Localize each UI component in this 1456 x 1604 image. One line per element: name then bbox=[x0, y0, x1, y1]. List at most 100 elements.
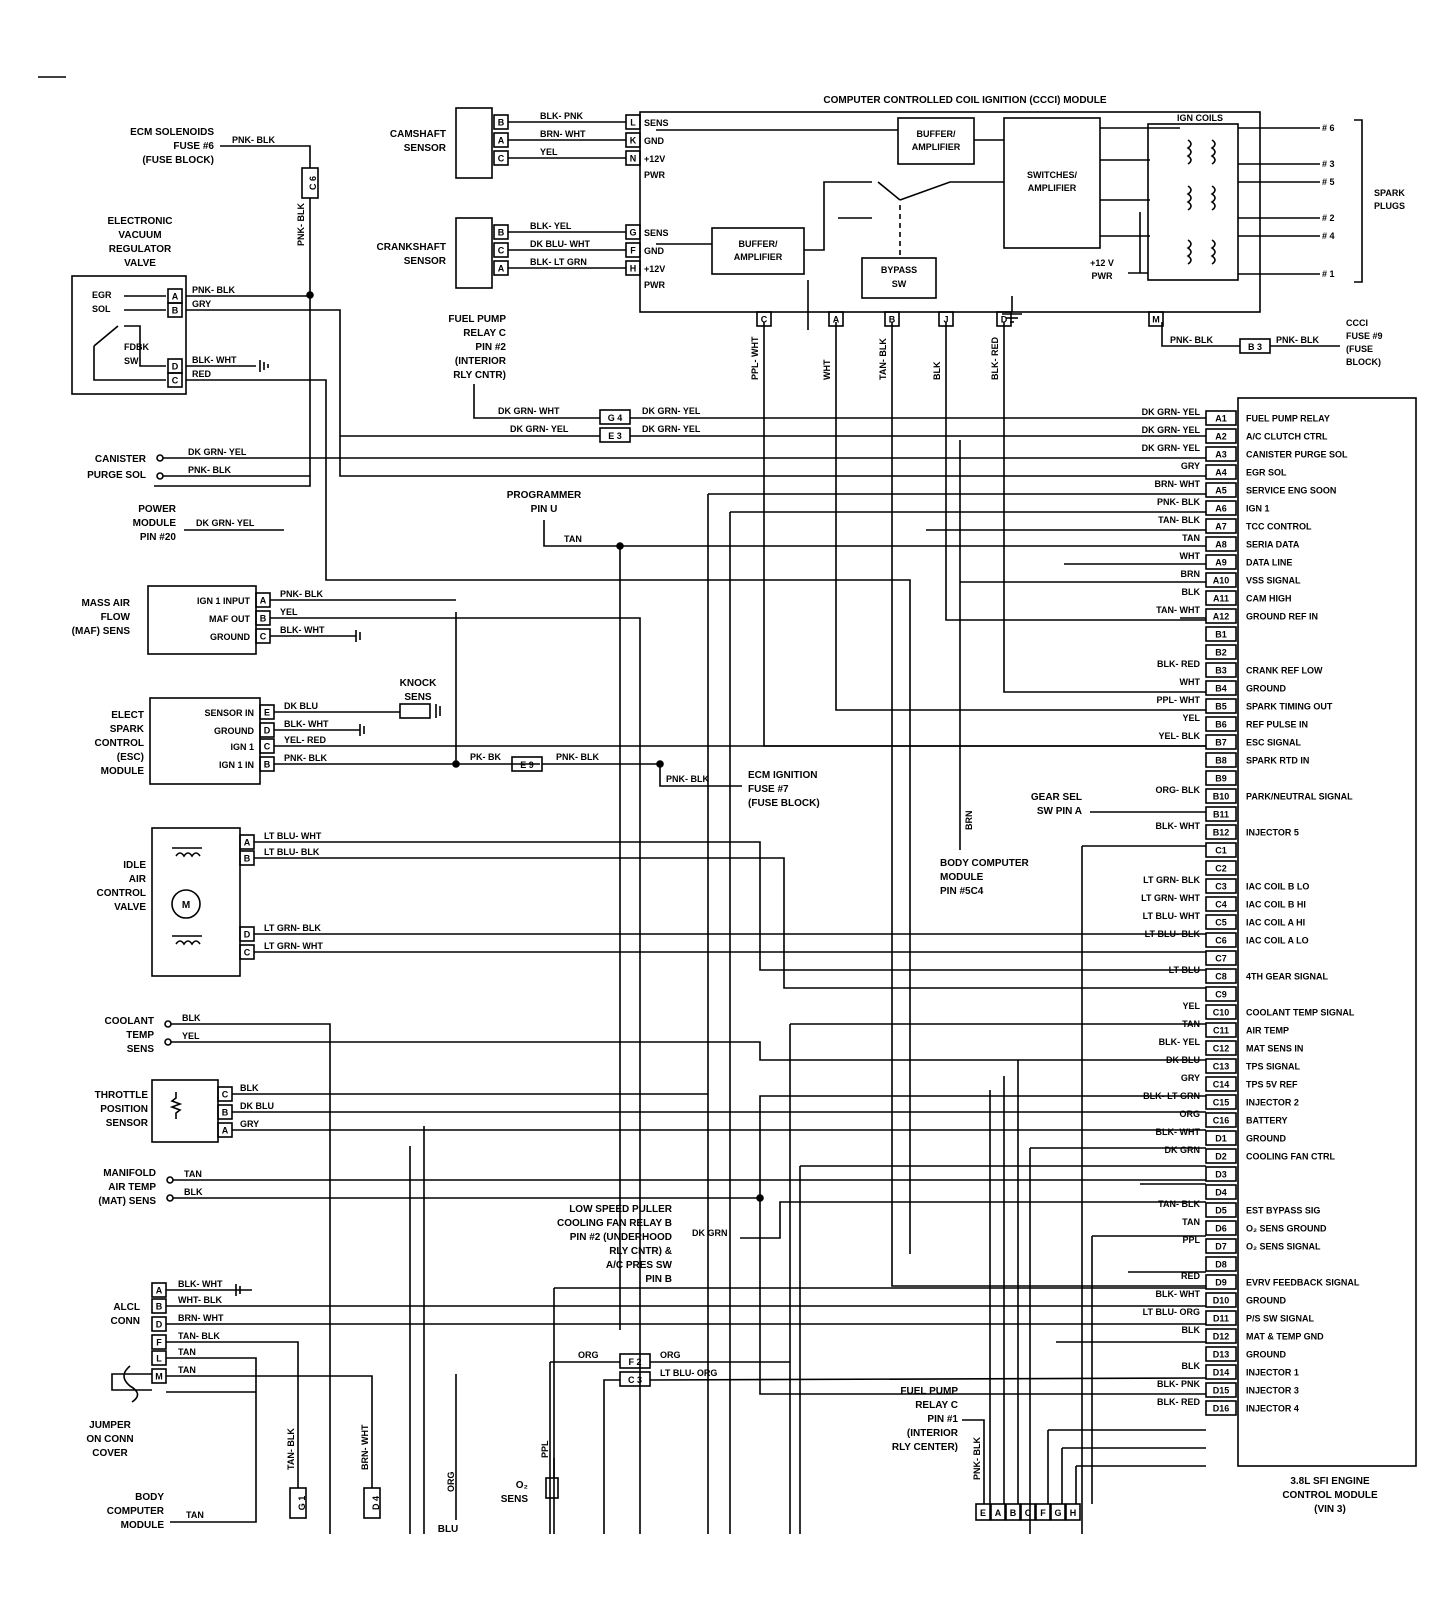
canister-term bbox=[156, 472, 164, 480]
ecm-func-34: AIR TEMP bbox=[1246, 1026, 1289, 1036]
ecm-pin-10-label: A11 bbox=[1213, 594, 1229, 604]
ccci-fuse-conn-label: B 3 bbox=[1248, 342, 1262, 352]
alcl-pin-5-label: M bbox=[155, 1372, 163, 1382]
crankshaft-label-l2: SENSOR bbox=[404, 256, 447, 267]
ecm-ign-l1: ECM IGNITION bbox=[748, 770, 817, 781]
knock-sensor bbox=[399, 703, 431, 719]
crank-pin-1-label: C bbox=[498, 246, 505, 256]
ecm-wire-27: LT GRN- WHT bbox=[1141, 893, 1200, 903]
ecm-wire-49: BLK- WHT bbox=[1156, 1289, 1201, 1299]
ecm-pin-10-box bbox=[1205, 590, 1237, 606]
ecm-func-36: TPS SIGNAL bbox=[1246, 1062, 1301, 1072]
mat-wire-0: TAN bbox=[184, 1169, 202, 1179]
ecm-func-33: COOLANT TEMP SIGNAL bbox=[1246, 1008, 1355, 1018]
ecm-pin-14-box bbox=[1205, 662, 1237, 678]
ecm-func-16: SPARK TIMING OUT bbox=[1246, 702, 1333, 712]
bottom-fpr-l5: RLY CENTER) bbox=[892, 1442, 958, 1453]
ecm-wire-8: WHT bbox=[1180, 551, 1201, 561]
bottom-body-l3: MODULE bbox=[121, 1520, 165, 1531]
fpr-wire2: DK GRN- YEL bbox=[510, 424, 569, 434]
esc-l1: ELECT bbox=[111, 710, 144, 721]
wire bbox=[166, 1341, 299, 1488]
crank-wire-label-0: BLK- YEL bbox=[530, 221, 572, 231]
fan-l1: LOW SPEED PULLER bbox=[569, 1204, 673, 1215]
maf-func-1: MAF OUT bbox=[209, 614, 250, 624]
wire bbox=[171, 1023, 331, 1534]
iac-pin-2-label: D bbox=[244, 930, 251, 940]
ecm-func-10: CAM HIGH bbox=[1246, 594, 1292, 604]
esc-func-3: IGN 1 IN bbox=[219, 760, 254, 770]
body-computer-l3: PIN #5C4 bbox=[940, 886, 984, 897]
gear-sel-l2: SW PIN A bbox=[1037, 806, 1082, 817]
tps-pin-0-label: C bbox=[222, 1090, 229, 1100]
ecm-pin-31-box bbox=[1205, 968, 1237, 984]
coil-winding bbox=[1186, 239, 1192, 265]
fan-l6: PIN B bbox=[645, 1274, 672, 1285]
ecm-pin-23-box bbox=[1205, 824, 1237, 840]
wire bbox=[166, 1357, 257, 1390]
iac-l4: VALVE bbox=[114, 902, 146, 913]
ecm-pin-49-label: D10 bbox=[1213, 1296, 1230, 1306]
ccci-fuse-l2: FUSE #9 bbox=[1346, 331, 1383, 341]
coil-winding bbox=[1210, 139, 1216, 165]
ecm-func-29: IAC COIL A LO bbox=[1246, 936, 1309, 946]
fpr-conn2 bbox=[599, 427, 631, 443]
ecm-wire-55: BLK- RED bbox=[1157, 1397, 1200, 1407]
wire bbox=[740, 1201, 1206, 1239]
coolant-l2: TEMP bbox=[126, 1030, 154, 1041]
evrv-wire-label-1: GRY bbox=[192, 299, 211, 309]
bottom-conn-pin-2-box bbox=[1005, 1503, 1021, 1521]
pm-wire-label: DK GRN- YEL bbox=[196, 518, 255, 528]
o2-sensor bbox=[545, 1477, 559, 1499]
esc-wire-label-2: YEL- RED bbox=[284, 735, 327, 745]
evrv-sw: SW bbox=[124, 356, 139, 366]
bottom-conn-pin-1-label: A bbox=[995, 1508, 1002, 1518]
ecm-pin-15-box bbox=[1205, 680, 1237, 696]
ccci-in-func-3: PWR bbox=[644, 170, 665, 180]
maf-l1: MASS AIR bbox=[81, 598, 130, 609]
ecm-wire-54: BLK- PNK bbox=[1157, 1379, 1200, 1389]
ccci-in-func-5: GND bbox=[644, 246, 665, 256]
evrv-pin-0-label: A bbox=[172, 292, 179, 302]
wire bbox=[835, 322, 1206, 711]
esc-wire-label-1: BLK- WHT bbox=[284, 719, 329, 729]
plug-label-0: # 6 bbox=[1322, 123, 1335, 133]
bottom-conn-pin-0-box bbox=[975, 1503, 991, 1521]
ecm-wire-7: TAN bbox=[1182, 533, 1200, 543]
ecm-func-19: SPARK RTD IN bbox=[1246, 756, 1309, 766]
ecm-pin-4-label: A5 bbox=[1215, 486, 1227, 496]
ecm-pin-38-label: C15 bbox=[1213, 1098, 1230, 1108]
esc-l3: CONTROL bbox=[95, 738, 144, 749]
pm-l1: POWER bbox=[138, 504, 177, 515]
ecm-pin-40-label: D1 bbox=[1215, 1134, 1227, 1144]
ccci-bot-wire-2: TAN- BLK bbox=[878, 338, 888, 380]
evrv-body bbox=[71, 275, 187, 395]
ecm-wire-16: PPL- WHT bbox=[1157, 695, 1201, 705]
camshaft-label-l2: SENSOR bbox=[404, 143, 447, 154]
ecm-func-54: INJECTOR 3 bbox=[1246, 1386, 1299, 1396]
wire bbox=[254, 841, 1206, 971]
ecm-pin-12-label: B1 bbox=[1215, 630, 1227, 640]
tps-wire-label-2: GRY bbox=[240, 1119, 259, 1129]
pm-l2: MODULE bbox=[133, 518, 177, 529]
evrv-pin-1-box bbox=[167, 302, 183, 318]
coolant-l3: SENS bbox=[127, 1044, 155, 1055]
ecm-pin-33-label: C10 bbox=[1213, 1008, 1230, 1018]
ecm-pin-8-label: A9 bbox=[1215, 558, 1227, 568]
ecm-pin-6-label: A7 bbox=[1215, 522, 1227, 532]
ecm-pin-32-box bbox=[1205, 986, 1237, 1002]
ecm-pin-39-box bbox=[1205, 1112, 1237, 1128]
ecm-func-15: GROUND bbox=[1246, 684, 1286, 694]
plug-label-4: # 4 bbox=[1322, 231, 1335, 241]
body-computer-l2: MODULE bbox=[940, 872, 984, 883]
ccci-fuse-wire2-label: PNK- BLK bbox=[1276, 335, 1319, 345]
ecm-pin-26-box bbox=[1205, 878, 1237, 894]
bottom-fpr-l4: (INTERIOR bbox=[907, 1428, 959, 1439]
ccci-buffer1-l2: AMPLIFIER bbox=[912, 142, 961, 152]
tps-pin-1-label: B bbox=[222, 1108, 229, 1118]
d4-label: D 4 bbox=[371, 1496, 381, 1510]
mid-f2: F 2 bbox=[628, 1357, 641, 1367]
ecm-pin-55-box bbox=[1205, 1400, 1237, 1416]
